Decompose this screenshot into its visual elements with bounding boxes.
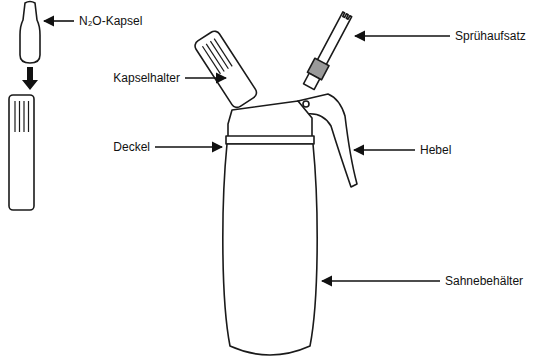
capsule — [20, 2, 40, 64]
down-arrow — [22, 67, 38, 90]
leader-arrow — [354, 149, 415, 151]
leader-arrow — [185, 77, 226, 79]
leader-arrow — [155, 146, 222, 148]
part-label: Sahnebehälter — [444, 273, 524, 289]
mounted-holder — [193, 29, 259, 110]
leader-arrow — [44, 20, 74, 22]
pivot — [303, 101, 309, 107]
part-label: N₂O-Kapsel — [78, 13, 143, 29]
lid — [228, 101, 312, 138]
part-label: Kapselhalter — [112, 70, 181, 86]
part-label: Sprühaufsatz — [454, 28, 527, 44]
collar — [226, 136, 314, 144]
holder — [9, 95, 34, 210]
leader-arrow — [355, 35, 450, 37]
holder-grooves — [15, 101, 29, 132]
leader-arrow — [322, 280, 440, 282]
cream-container — [223, 144, 317, 355]
part-label: Hebel — [419, 142, 452, 158]
leader-arrows — [44, 21, 450, 281]
nozzle — [302, 11, 355, 91]
part-label: Deckel — [112, 139, 151, 155]
